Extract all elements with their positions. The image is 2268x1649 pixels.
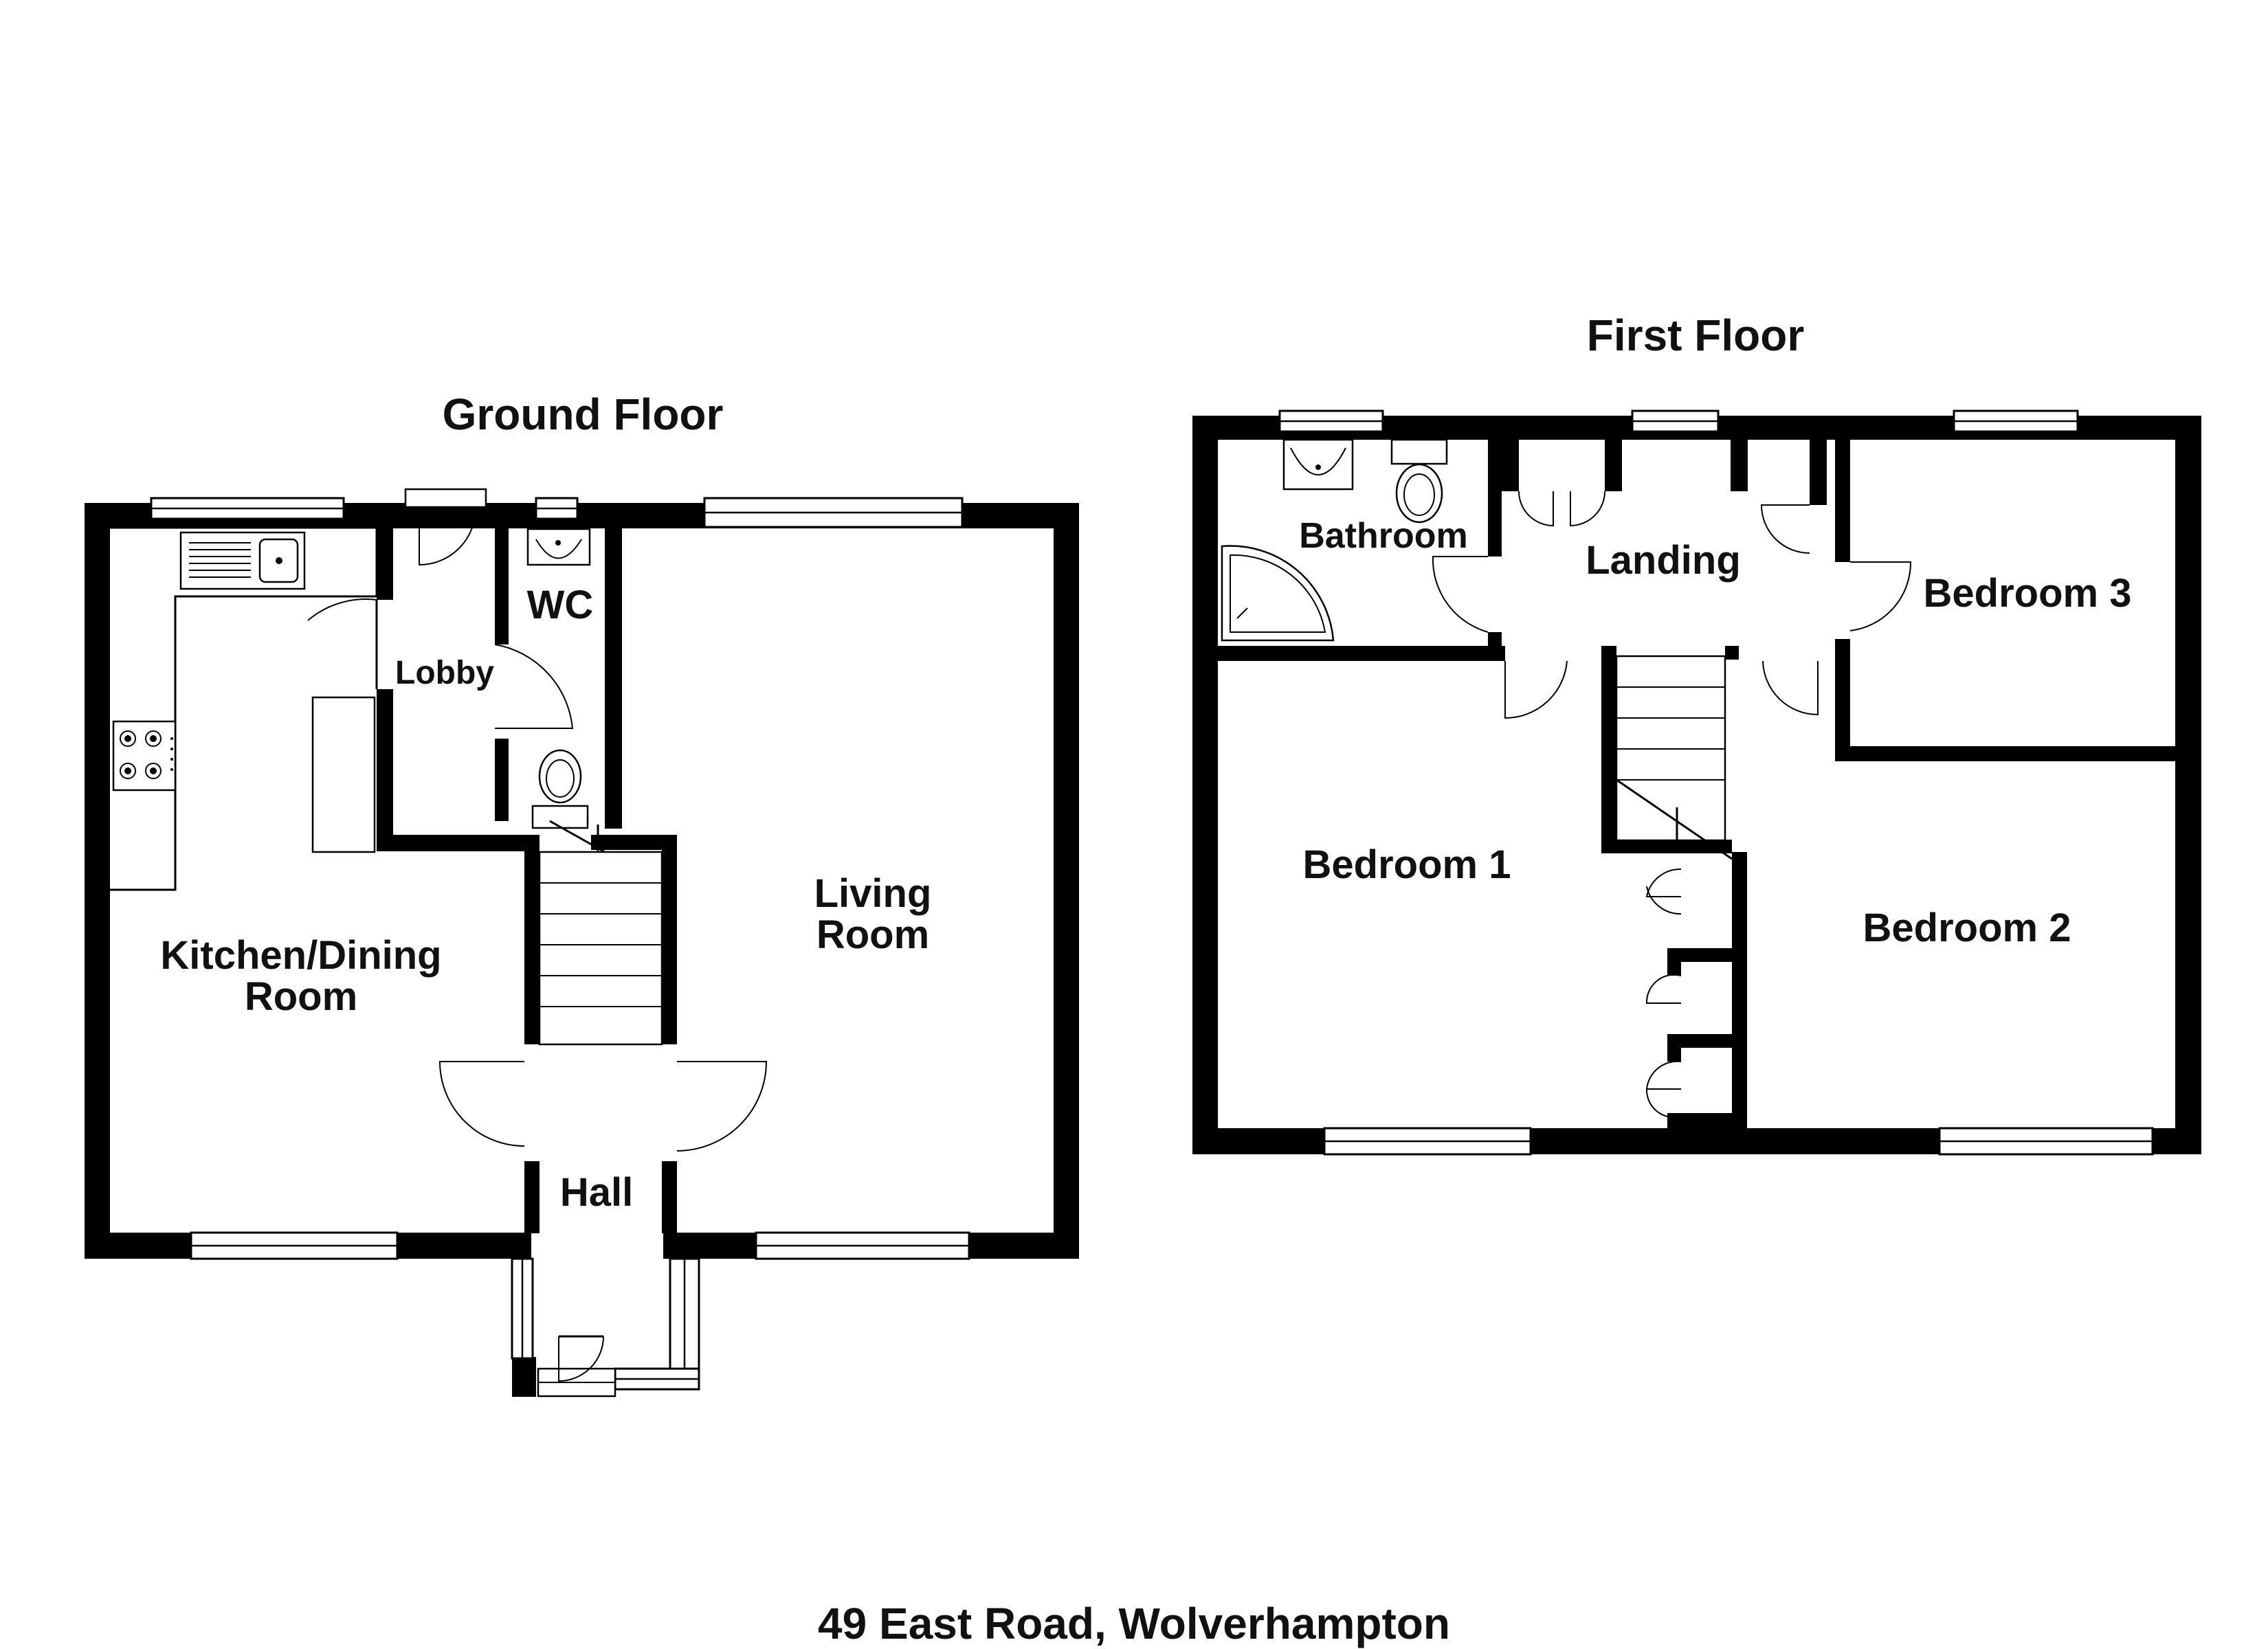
living-front-window bbox=[755, 1231, 970, 1260]
kitchen-worktop bbox=[110, 526, 378, 891]
bedroom1-label: Bedroom 1 bbox=[1303, 842, 1511, 887]
porch-right-window bbox=[669, 1257, 700, 1370]
wc-toilet bbox=[531, 749, 589, 829]
ground-floor-plan bbox=[85, 488, 1079, 1398]
ground-floor-windows bbox=[150, 497, 970, 1391]
bedroom2-door bbox=[1762, 660, 1819, 716]
hall-living-door bbox=[676, 1061, 768, 1152]
wardrobes bbox=[1645, 868, 1682, 1119]
first-floor-walls bbox=[1192, 416, 2201, 1154]
kitchen-unit bbox=[311, 696, 376, 853]
bedroom3-door bbox=[1849, 561, 1912, 631]
bedroom2-label: Bedroom 2 bbox=[1863, 906, 2071, 950]
first-floor-title: First Floor bbox=[1587, 311, 1804, 360]
bedroom3-label: Bedroom 3 bbox=[1924, 571, 2132, 616]
bedroom1-window bbox=[1323, 1127, 1532, 1156]
wc-basin bbox=[526, 528, 591, 566]
lobby-back-door bbox=[404, 488, 487, 566]
living-label-line2: Room bbox=[816, 912, 929, 957]
kitchen-rear-window bbox=[150, 497, 345, 520]
landing-cupboard-left bbox=[1518, 491, 1605, 527]
living-rear-window bbox=[703, 497, 964, 528]
wc-door bbox=[494, 644, 574, 729]
landing-cupboard-right bbox=[1760, 504, 1810, 554]
ground-floor-stairs bbox=[538, 820, 663, 1046]
lobby-kitchen-door bbox=[307, 598, 378, 689]
porch-front-window bbox=[614, 1367, 700, 1391]
bedroom3-window bbox=[1953, 410, 2079, 433]
bathroom-window bbox=[1278, 410, 1384, 433]
first-floor-stairs bbox=[1615, 655, 1733, 860]
wc-window bbox=[535, 497, 579, 520]
bathroom-basin bbox=[1282, 438, 1354, 491]
landing-window bbox=[1631, 410, 1720, 433]
first-floor-windows bbox=[1278, 410, 2154, 1156]
first-floor-plan bbox=[1192, 410, 2201, 1156]
bedroom1-door bbox=[1504, 660, 1568, 719]
landing-label: Landing bbox=[1586, 538, 1741, 583]
hob bbox=[112, 720, 177, 792]
shower-tray bbox=[1221, 545, 1335, 642]
room-labels: Ground Floor First Floor Kitchen/Dining … bbox=[160, 311, 2131, 1648]
bathroom-toilet bbox=[1390, 438, 1448, 524]
porch-left-window bbox=[511, 1257, 534, 1360]
bathroom-label: Bathroom bbox=[1299, 516, 1468, 556]
living-label-line1: Living bbox=[814, 871, 932, 916]
bathroom-door bbox=[1432, 556, 1489, 633]
bedroom2-window bbox=[1938, 1127, 2154, 1156]
ground-floor-title: Ground Floor bbox=[443, 390, 724, 439]
kitchen-front-window bbox=[190, 1231, 399, 1260]
wc-label: WC bbox=[527, 583, 594, 627]
kitchen-sink bbox=[179, 531, 306, 590]
address-footer: 49 East Road, Wolverhampton bbox=[818, 1599, 1450, 1648]
hall-kitchen-door bbox=[438, 1061, 525, 1147]
hall-label: Hall bbox=[560, 1170, 633, 1215]
kitchen-label-line2: Room bbox=[245, 974, 357, 1019]
porch bbox=[537, 1335, 616, 1398]
lobby-label: Lobby bbox=[395, 655, 494, 691]
kitchen-label-line1: Kitchen/Dining bbox=[160, 933, 441, 978]
